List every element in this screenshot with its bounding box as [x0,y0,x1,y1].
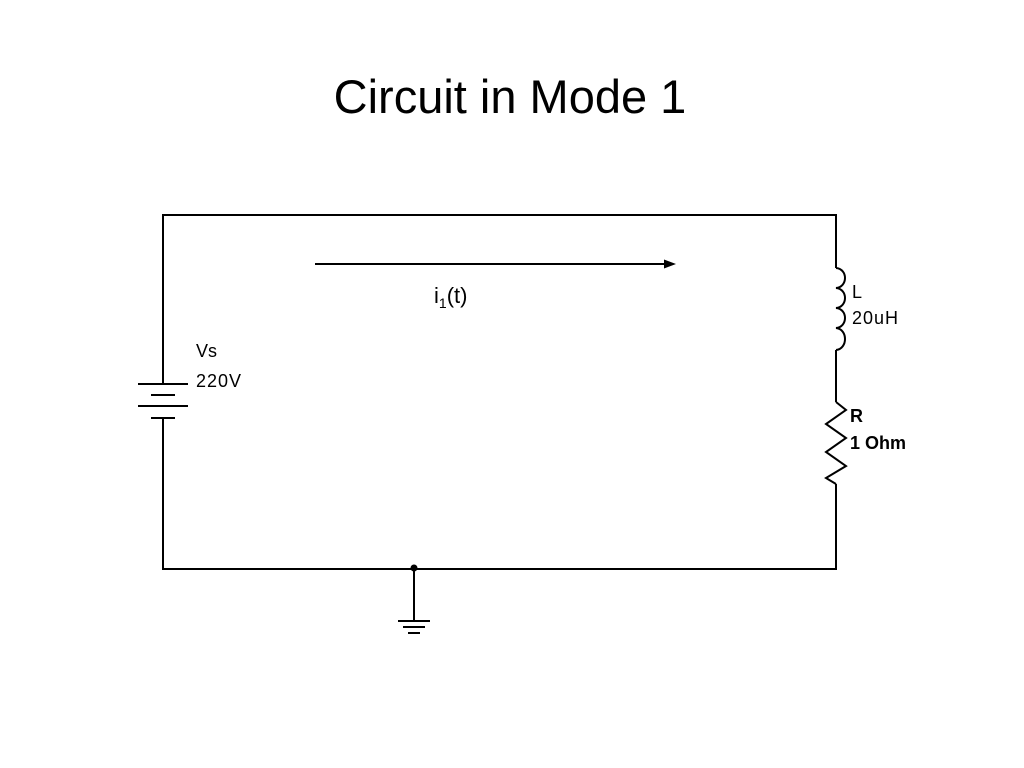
page-title: Circuit in Mode 1 [334,70,687,123]
resistor-value-label: 1 Ohm [850,433,906,453]
source-name-label: Vs [196,341,217,361]
inductor-symbol [835,267,846,351]
inductor-name-label: L [852,282,862,302]
battery-symbol [138,383,188,419]
resistor-name-label: R [850,406,863,426]
ground-symbol [398,564,430,634]
circuit-wires [162,214,837,570]
current-symbol: i [434,283,439,308]
wire-left-bottom [162,418,837,570]
current-label: i1(t) [434,283,467,311]
inductor-value-label: 20uH [852,308,899,328]
current-subscript: 1 [439,295,447,311]
source-value-label: 220V [196,371,242,391]
current-arrow [315,259,676,269]
resistor-symbol [824,401,848,485]
wire-top [162,214,837,384]
current-argument: (t) [447,283,468,308]
